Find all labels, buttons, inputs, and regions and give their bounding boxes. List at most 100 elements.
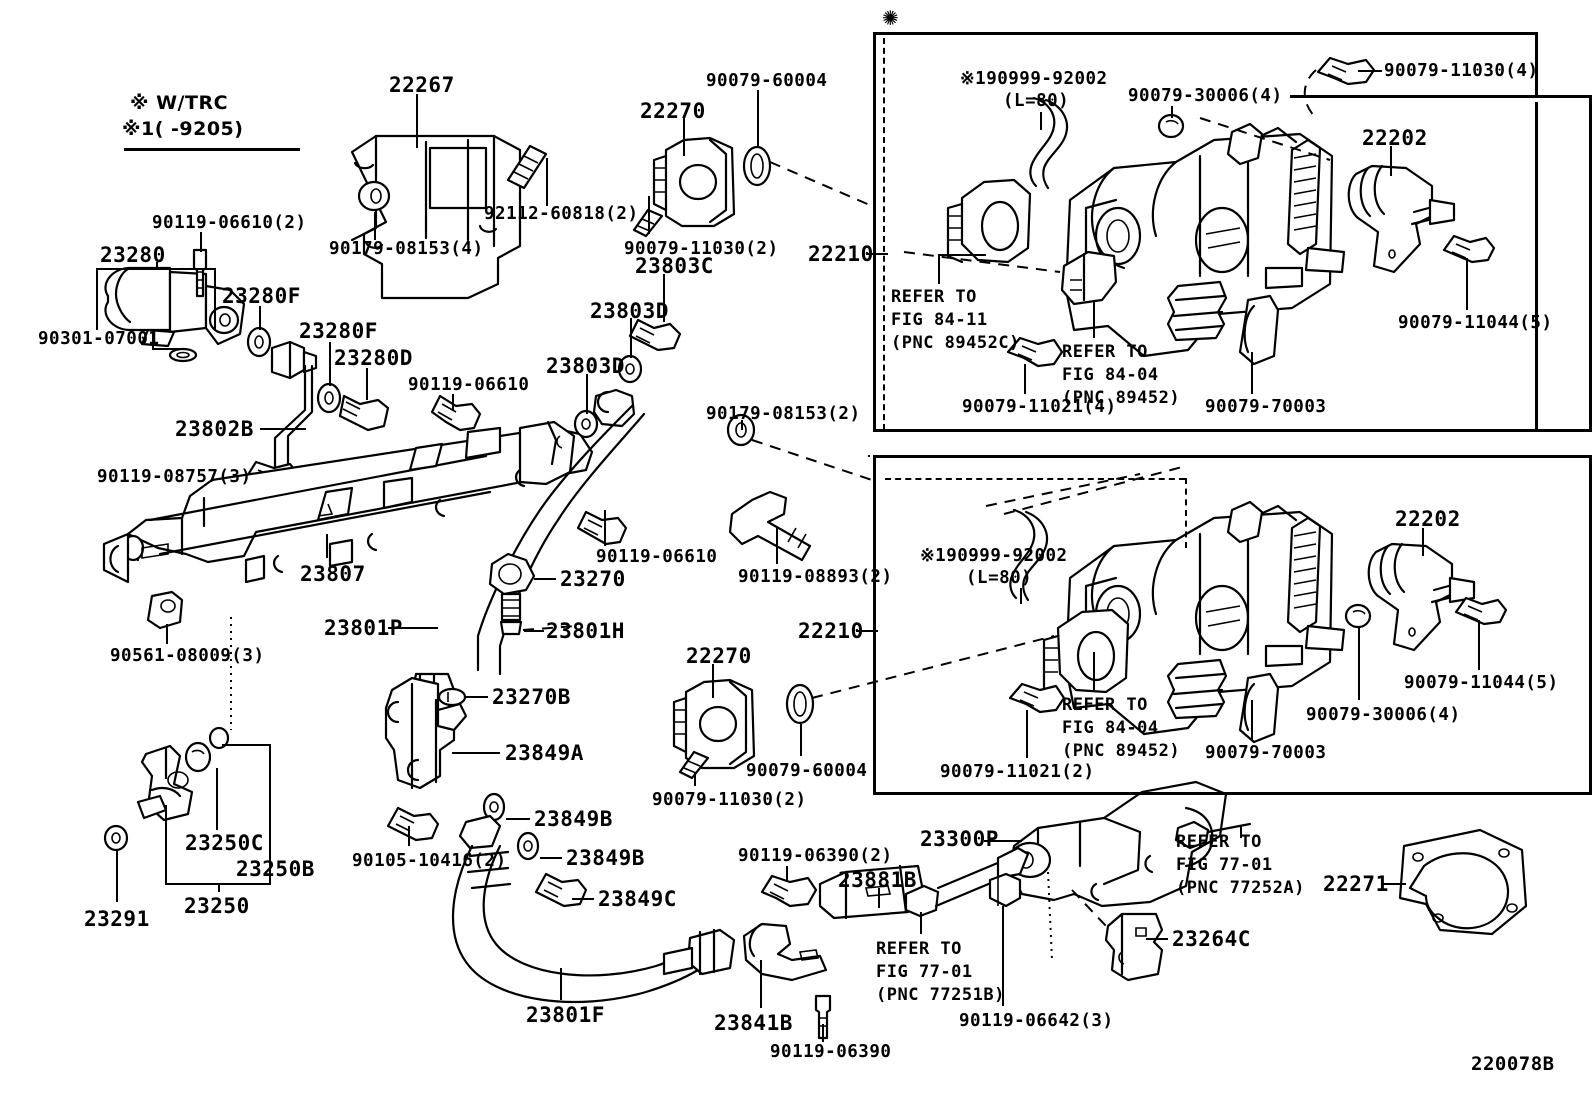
part-label-l-190999-bot: ※190999-92002 [920, 546, 1068, 566]
part-label-l-refer-77252-line-2: FIG 77-01 [1176, 854, 1273, 875]
part-23807-delivery-pipe [104, 422, 592, 628]
part-label-l-23250C: 23250C [185, 831, 264, 855]
part-label-l-23270: 23270 [560, 567, 626, 591]
part-label-l-22270-top: 22270 [640, 99, 706, 123]
leader-refer-84-11 [938, 254, 940, 284]
leader-90079-60004-m [800, 724, 802, 756]
misc-upper-right-hardware [728, 415, 810, 560]
part-label-l-90079-30006-b: 90079-30006(4) [1306, 705, 1461, 725]
part-label-l-190999-top: ※190999-92002 [960, 69, 1108, 89]
part-label-l-190999-bot-L: (L=80) [966, 568, 1033, 588]
leader-23807 [326, 534, 328, 558]
leader-23881B [878, 888, 880, 908]
leader-90119-06610-b [452, 394, 454, 410]
leader-22267 [416, 94, 418, 148]
part-label-l-refer-77252-line-1: REFER TO [1176, 832, 1262, 852]
part-label-l-23291: 23291 [84, 907, 150, 931]
leader-23841B [760, 960, 762, 1008]
leader-90079-70003-b [1251, 700, 1253, 740]
leader-23280D [366, 368, 368, 400]
leader-90179-08153-2 [741, 420, 743, 430]
leader-23280 [156, 262, 158, 270]
part-label-l-23807: 23807 [300, 562, 366, 586]
part-label-l-23849B-b: 23849B [566, 846, 645, 870]
part-label-l-23849B-a: 23849B [534, 807, 613, 831]
leader-90079-70003-t [1251, 352, 1253, 394]
leader-90119-06610-2 [200, 232, 202, 252]
part-label-l-refer-84-11-line-3: (PNC 89452C) [891, 332, 1020, 353]
part-label-l-23803C: 23803C [635, 254, 714, 278]
leader-23849A [452, 752, 500, 754]
inset-top-inner-guide-v [883, 38, 885, 430]
legend-underline [124, 148, 300, 151]
part-label-l-refer-84-04-b-line-3: (PNC 89452) [1062, 740, 1181, 761]
leader-refer-77251 [920, 912, 922, 934]
part-label-l-refer-77251-line-2: FIG 77-01 [876, 961, 973, 982]
leader-90079-11021-4 [1024, 364, 1026, 394]
leader-22210-bot [856, 630, 878, 632]
part-label-l-90079-11021-2: 90079-11021(2) [940, 762, 1095, 782]
part-label-l-90179-08153-4: 90179-08153(4) [329, 239, 484, 259]
part-label-l-refer-84-04-t-line-2: FIG 84-04 [1062, 364, 1159, 385]
part-label-l-refer-84-04-b-line-1: REFER TO [1062, 695, 1148, 715]
part-label-l-refer-84-04-b-line-2: FIG 84-04 [1062, 717, 1159, 738]
leader-90079-11044-b [1478, 620, 1480, 670]
part-label-l-22271: 22271 [1323, 872, 1389, 896]
leader-90119-06642 [1002, 906, 1004, 1006]
leader-92112-60818 [546, 158, 548, 206]
part-label-l-90079-70003-t: 90079-70003 [1205, 397, 1327, 417]
bracket-23280 [96, 268, 216, 330]
part-label-l-90561-08009: 90561-08009(3) [110, 646, 265, 666]
part-label-l-23280F-a: 23280F [222, 284, 301, 308]
leader-22271 [1382, 883, 1406, 885]
part-label-l-23849A: 23849A [505, 741, 584, 765]
leader-23280F-a [259, 306, 261, 330]
part-23300P-assembly [744, 782, 1526, 1038]
legend-line-1: ※ W/TRC [130, 92, 229, 114]
part-label-l-90119-06642: 90119-06642(3) [959, 1011, 1114, 1031]
part-label-l-90079-11044-b: 90079-11044(5) [1404, 673, 1559, 693]
leader-90119-06390 [822, 1024, 824, 1042]
leader-90079-11030-m [694, 772, 696, 786]
leader-90079-11044-t [1466, 258, 1468, 310]
leader-90119-08893 [776, 528, 778, 564]
part-label-l-23264C: 23264C [1172, 927, 1251, 951]
leader-190999-top [1040, 112, 1042, 130]
part-label-l-90079-11030-m: 90079-11030(2) [652, 790, 807, 810]
leader-22270-mid [712, 664, 714, 698]
leader-refer-77252 [1240, 826, 1242, 838]
leader-23270 [534, 578, 556, 580]
leader-23801P [388, 627, 438, 629]
part-label-l-23802B: 23802B [175, 417, 254, 441]
leader-90301-07001 [152, 348, 180, 350]
leader-23849B-b [540, 857, 562, 859]
leader-22210-top [866, 253, 888, 255]
leader-90079-30006-b [1358, 628, 1360, 700]
trc-mark-top: ✺ [882, 6, 900, 30]
part-label-l-23270B: 23270B [492, 685, 571, 709]
part-label-l-90079-11030-4: 90079-11030(4) [1384, 61, 1539, 81]
part-label-l-90079-11021-4: 90079-11021(4) [962, 397, 1117, 417]
part-label-l-22202-bot: 22202 [1395, 507, 1461, 531]
part-label-l-23250: 23250 [184, 894, 250, 918]
leader-23250B-h [222, 744, 270, 746]
part-label-l-90179-08153-2: 90179-08153(2) [706, 404, 861, 424]
leader-190999-bot [1020, 588, 1022, 604]
inset-box-bottom [873, 455, 1592, 795]
part-label-l-90079-11044-t: 90079-11044(5) [1398, 313, 1553, 333]
leader-23803D-b [586, 374, 588, 414]
leader-refer-84-11-h [938, 254, 986, 256]
leader-22202-top [1390, 146, 1392, 176]
leader-90079-11021-2 [1026, 710, 1028, 758]
part-22270-top [634, 138, 770, 236]
leader-23802B [260, 428, 306, 430]
part-label-l-23801F: 23801F [526, 1003, 605, 1027]
leader-23803C [663, 274, 665, 322]
part-label-l-92112-60818: 92112-60818(2) [484, 204, 639, 224]
leader-22270-top [683, 118, 685, 156]
part-label-l-90105-10416: 90105-10416(2) [352, 851, 507, 871]
part-label-l-23801H: 23801H [546, 619, 625, 643]
